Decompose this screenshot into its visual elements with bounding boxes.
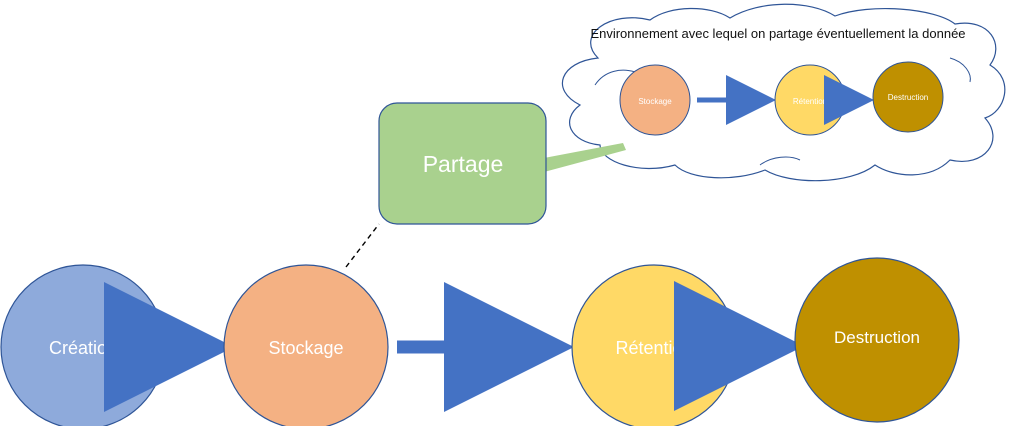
partage-box[interactable]: Partage bbox=[378, 102, 547, 225]
partage-callout-pointer bbox=[544, 143, 626, 172]
partage-label: Partage bbox=[423, 151, 504, 177]
cloud-retention-label: Rétention bbox=[793, 97, 827, 106]
cloud-destruction-label: Destruction bbox=[888, 93, 928, 102]
cloud-destruction-node[interactable] bbox=[872, 61, 944, 133]
main-flow: Création Stockage Rétention Destruction bbox=[0, 257, 960, 426]
retention-label: Rétention bbox=[615, 338, 692, 358]
destruction-node[interactable] bbox=[794, 257, 960, 423]
cloud-inner-arc-1 bbox=[594, 69, 636, 86]
cloud-stockage-label: Stockage bbox=[638, 97, 672, 106]
cloud-inner-arc-3 bbox=[759, 156, 801, 166]
destruction-label: Destruction bbox=[834, 328, 920, 347]
stockage-node[interactable] bbox=[223, 264, 389, 426]
creation-label: Création bbox=[49, 338, 117, 358]
cloud-inner-arc-2 bbox=[949, 57, 971, 83]
stockage-partage-dashed-link bbox=[345, 223, 380, 268]
cloud-caption: Environnement avec lequel on partage éve… bbox=[590, 26, 965, 41]
stockage-label: Stockage bbox=[268, 338, 343, 358]
cloud-environment: Environnement avec lequel on partage éve… bbox=[561, 3, 1006, 182]
cloud-stockage-node[interactable] bbox=[619, 64, 691, 136]
